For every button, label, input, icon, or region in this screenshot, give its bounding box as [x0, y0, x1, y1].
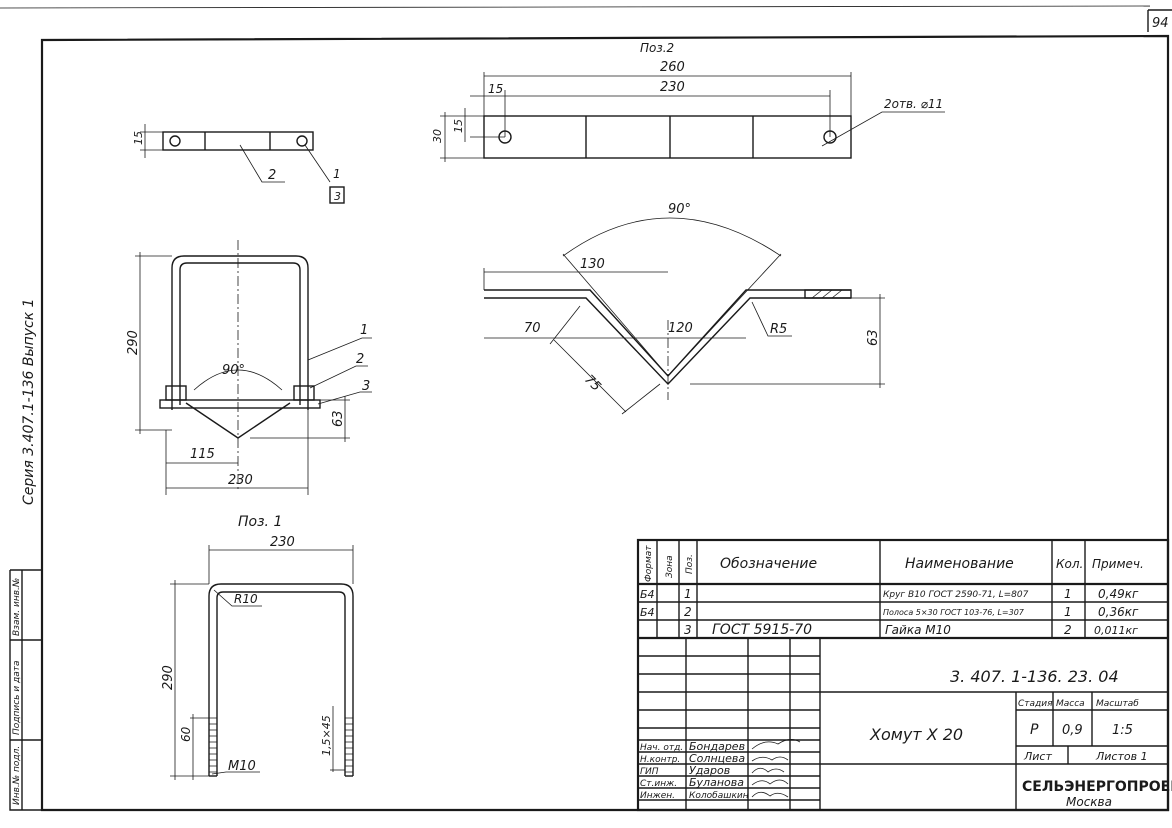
v-detail-dim-63: 63	[866, 329, 881, 346]
signer-role-5: Инжен.	[640, 791, 675, 801]
signer-name-4: Буланова	[689, 776, 744, 789]
pos1-title: Поз. 1	[238, 514, 282, 530]
page-number-box	[1147, 9, 1172, 32]
signer-role-4: Ст.инж.	[640, 779, 677, 789]
assembly-angle: 90°	[222, 363, 245, 378]
signer-name-5: Колобашкин	[689, 791, 749, 801]
drawing-frame	[40, 34, 1170, 812]
pos2-title: Поз.2	[640, 41, 674, 55]
title-block: 3. 407. 1-136. 23. 04 Хомут Х 20 Стадия …	[638, 638, 1172, 810]
spec-row2-qty: 1	[1064, 605, 1072, 619]
v-bend-detail: 90° 130 70 120 R5 75 63	[483, 202, 885, 415]
spec-row1-format: Б4	[640, 588, 655, 601]
pos1-dim-290: 290	[161, 665, 176, 690]
sheets-count: Листов 1	[1095, 750, 1148, 763]
specification-table: Формат Зона Поз. Обозначение Наименовани…	[636, 538, 1170, 812]
pos2-dim-15: 15	[488, 82, 503, 96]
stage-value: Р	[1030, 722, 1039, 738]
signature-1	[751, 739, 801, 750]
spec-row1-name: Круг В10 ГОСТ 2590-71, L=807	[883, 590, 1029, 600]
signature-2	[751, 756, 789, 762]
assembly-dim-290: 290	[126, 330, 141, 355]
signer-name-2: Солнцева	[689, 752, 745, 765]
org-name: СЕЛЬЭНЕРГОПРОЕКТ	[1022, 779, 1172, 795]
spec-row3-designation: ГОСТ 5915-70	[712, 622, 812, 638]
item-name: Хомут Х 20	[869, 725, 963, 744]
small-strip-view: 15 2 1 3	[132, 124, 345, 204]
side-stamp-inv: Инв.№ подл.	[12, 746, 22, 805]
pos2-dim-15-hole: 15	[452, 119, 465, 133]
spec-header-format: Формат	[644, 545, 654, 582]
series-label: Серия 3.407.1-136 Выпуск 1	[21, 298, 37, 505]
v-detail-angle: 90°	[668, 202, 691, 217]
pos2-dim-230: 230	[660, 80, 685, 95]
pos1-chamfer: 1,5×45	[320, 715, 333, 756]
small-view-leader-3: 3	[334, 190, 341, 203]
v-detail-dim-75: 75	[581, 372, 603, 394]
spec-header-name: Наименование	[905, 556, 1014, 572]
pos1-dim-230: 230	[270, 535, 295, 550]
signer-role-1: Нач. отд.	[640, 743, 683, 753]
pos1-ubolt-view: Поз. 1 230 R10 290 60 1,5×45 M10	[161, 514, 354, 780]
pos2-dim-260: 260	[660, 60, 685, 75]
spec-row1-qty: 1	[1064, 587, 1072, 601]
scale-label: Масштаб	[1096, 699, 1139, 709]
assembly-leader-3: 3	[362, 379, 370, 394]
spec-row2-note: 0,36кг	[1098, 605, 1139, 619]
spec-row3-name: Гайка М10	[885, 623, 951, 637]
small-view-leader-1: 1	[333, 167, 341, 181]
pos2-dim-30: 30	[431, 129, 444, 143]
spec-header-designation: Обозначение	[720, 556, 817, 572]
sheet-label: Лист	[1023, 750, 1052, 763]
assembly-dim-63: 63	[331, 410, 346, 427]
pos2-strip-view: Поз.2 260 230 15 30 15 2отв. ⌀11	[431, 41, 945, 162]
assembly-dim-230: 230	[228, 473, 253, 488]
signature-3	[751, 767, 785, 774]
signature-4	[751, 779, 789, 786]
spec-row2-pos: 2	[684, 605, 692, 619]
assembly-view: 90° 290 115 230 63 1 2 3	[126, 240, 372, 495]
side-stamp-signature: Подпись и дата	[12, 660, 22, 735]
signer-name-3: Ударов	[689, 764, 730, 777]
spec-row2-format: Б4	[640, 606, 655, 619]
top-edge-line	[0, 5, 1151, 9]
assembly-dim-115: 115	[190, 447, 215, 462]
spec-header-qty: Кол.	[1056, 557, 1083, 571]
v-detail-radius: R5	[770, 322, 787, 337]
v-detail-dim-70: 70	[524, 321, 541, 336]
v-detail-dim-130: 130	[580, 257, 605, 272]
spec-row3-qty: 2	[1064, 623, 1072, 637]
signer-role-2: Н.контр.	[640, 755, 680, 765]
side-stamp-strip	[9, 569, 42, 811]
signature-5	[751, 791, 789, 798]
spec-header-zone: Зона	[665, 555, 675, 578]
stage-label: Стадия	[1018, 699, 1053, 709]
spec-row1-note: 0,49кг	[1098, 587, 1139, 601]
org-city: Москва	[1066, 795, 1112, 809]
spec-row2-name: Полоса 5×30 ГОСТ 103-76, L=307	[883, 608, 1025, 617]
scale-value: 1:5	[1112, 723, 1133, 738]
pos2-hole-note: 2отв. ⌀11	[884, 97, 943, 111]
page-number: 94	[1152, 16, 1169, 31]
assembly-leader-2: 2	[356, 352, 364, 367]
mass-label: Масса	[1056, 699, 1085, 709]
small-view-leader-2: 2	[268, 168, 276, 183]
signer-role-3: ГИП	[640, 767, 659, 777]
pos1-dim-60: 60	[179, 726, 193, 742]
side-stamp-replace: Взам. инв.№	[12, 578, 22, 636]
pos1-thread: M10	[228, 759, 256, 774]
pos1-radius: R10	[234, 592, 258, 606]
assembly-leader-1: 1	[360, 323, 368, 338]
doc-code: 3. 407. 1-136. 23. 04	[950, 667, 1119, 686]
spec-header-note: Примеч.	[1092, 557, 1144, 571]
spec-row3-pos: 3	[684, 623, 692, 637]
signer-name-1: Бондарев	[689, 740, 745, 753]
spec-row1-pos: 1	[684, 587, 692, 601]
v-detail-dim-120: 120	[668, 321, 693, 336]
small-view-dim-15: 15	[132, 131, 145, 145]
spec-header-pos: Поз.	[685, 554, 695, 574]
mass-value: 0,9	[1062, 723, 1083, 738]
spec-row3-note: 0,011кг	[1094, 624, 1138, 637]
